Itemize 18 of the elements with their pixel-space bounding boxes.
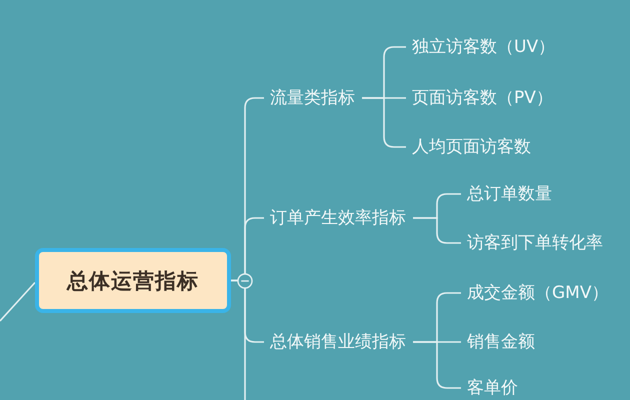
topic-label: 销售金额 [461, 331, 542, 353]
topic-label: 人均页面访客数 [406, 136, 538, 158]
connector-line [362, 97, 406, 148]
connector-line [413, 217, 461, 244]
topic-label: 订单产生效率指标 [264, 207, 413, 229]
topic-label: 独立访客数（UV） [406, 36, 562, 58]
connector-line [0, 282, 36, 322]
topic-label: 总订单数量 [461, 183, 559, 205]
central-topic-text: 总体运营指标 [67, 268, 199, 294]
topic-label: 总体销售业绩指标 [264, 331, 413, 353]
topic-label: 客单价 [461, 377, 525, 399]
topic-label: 访客到下单转化率 [461, 232, 610, 254]
topic-label: 成交金额（GMV） [461, 282, 616, 304]
connector-line [413, 341, 461, 389]
connector-line [231, 280, 246, 400]
topic-label: 页面访客数（PV） [406, 87, 560, 109]
central-topic-box [35, 248, 231, 313]
topic-label: 流量类指标 [264, 87, 362, 109]
